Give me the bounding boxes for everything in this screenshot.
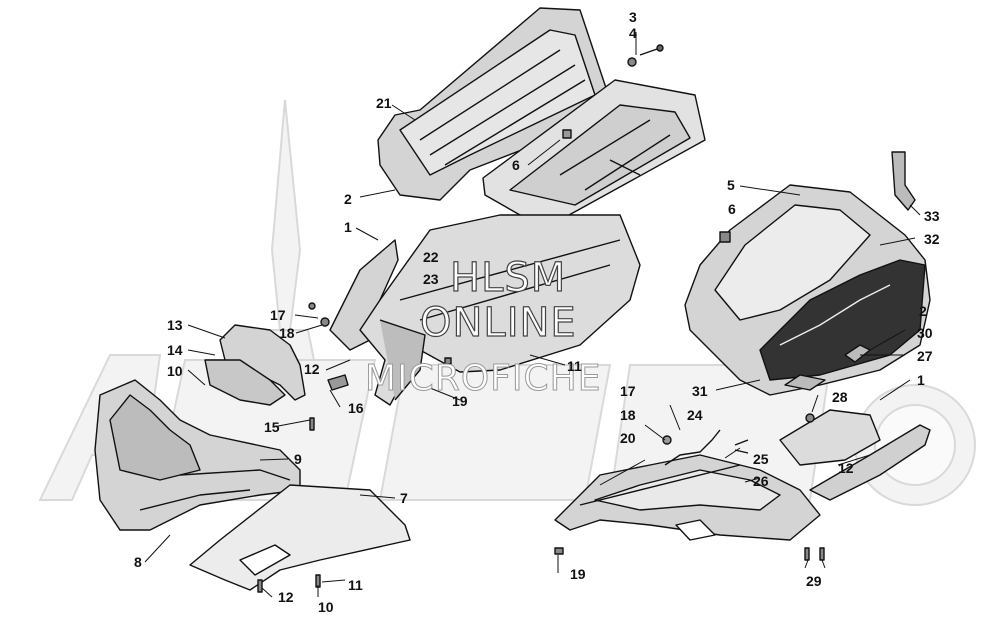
callout-18-right[interactable]: 18 <box>620 407 636 423</box>
callout-7[interactable]: 7 <box>400 490 408 506</box>
callout-3[interactable]: 3 <box>629 9 637 25</box>
callout-10[interactable]: 10 <box>167 363 183 379</box>
callout-18[interactable]: 18 <box>279 325 295 341</box>
callout-11[interactable]: 11 <box>567 358 582 374</box>
callout-16[interactable]: 16 <box>348 400 364 416</box>
callout-2-right[interactable]: 2 <box>919 303 927 319</box>
callout-12-lower[interactable]: 12 <box>278 589 294 605</box>
callout-10-lower[interactable]: 10 <box>318 599 334 615</box>
right-lower-pan <box>554 454 821 541</box>
callout-9[interactable]: 9 <box>294 451 302 467</box>
callout-29[interactable]: 29 <box>806 573 822 589</box>
callout-22[interactable]: 22 <box>423 249 439 265</box>
callout-33[interactable]: 33 <box>924 208 940 224</box>
callout-14[interactable]: 14 <box>167 342 183 358</box>
callout-23[interactable]: 23 <box>423 271 439 287</box>
watermark-hlsm: HLSM <box>449 254 567 301</box>
callout-4[interactable]: 4 <box>629 25 637 41</box>
panel-28 <box>779 409 881 466</box>
callout-5[interactable]: 5 <box>727 177 735 193</box>
callout-25[interactable]: 25 <box>753 451 769 467</box>
callout-6-right[interactable]: 6 <box>728 201 736 217</box>
callout-17-right[interactable]: 17 <box>620 383 636 399</box>
callout-21[interactable]: 21 <box>376 95 392 111</box>
callout-24[interactable]: 24 <box>687 407 703 423</box>
callout-12[interactable]: 12 <box>304 361 320 377</box>
belly-pan-part-7 <box>189 484 411 591</box>
vent-panel <box>482 79 706 221</box>
callout-31[interactable]: 31 <box>692 383 708 399</box>
callout-2[interactable]: 2 <box>344 191 352 207</box>
watermark-microfiche: MICROFICHE <box>364 358 602 400</box>
callout-15[interactable]: 15 <box>264 419 280 435</box>
plate-30 <box>784 344 871 391</box>
callout-6[interactable]: 6 <box>512 157 520 173</box>
fastener-3-4 <box>562 44 664 139</box>
callout-1[interactable]: 1 <box>344 219 352 235</box>
leader-lines <box>144 32 921 598</box>
right-hood-part-2 <box>684 184 931 396</box>
callout-30[interactable]: 30 <box>917 325 933 341</box>
callout-19[interactable]: 19 <box>452 393 468 409</box>
callout-32[interactable]: 32 <box>924 231 940 247</box>
callout-28[interactable]: 28 <box>832 389 848 405</box>
callout-20[interactable]: 20 <box>620 430 636 446</box>
callout-1-right[interactable]: 1 <box>917 372 925 388</box>
callout-12-right[interactable]: 12 <box>838 460 854 476</box>
bracket-33 <box>719 151 916 243</box>
cable-24-25 <box>662 429 749 466</box>
center-side-panel <box>329 214 641 406</box>
callout-13[interactable]: 13 <box>167 317 183 333</box>
left-bracket-13-14 <box>204 324 349 406</box>
callout-27[interactable]: 27 <box>917 348 933 364</box>
watermark-online: ONLINE <box>419 299 577 346</box>
callout-26[interactable]: 26 <box>753 473 769 489</box>
fasteners <box>257 302 825 593</box>
front-nose-part-8 <box>94 379 301 531</box>
right-side-panel-1 <box>809 424 931 501</box>
callout-17[interactable]: 17 <box>270 307 286 323</box>
callout-11-lower[interactable]: 11 <box>348 577 363 593</box>
callout-19-right[interactable]: 19 <box>570 566 586 582</box>
callout-8[interactable]: 8 <box>134 554 142 570</box>
